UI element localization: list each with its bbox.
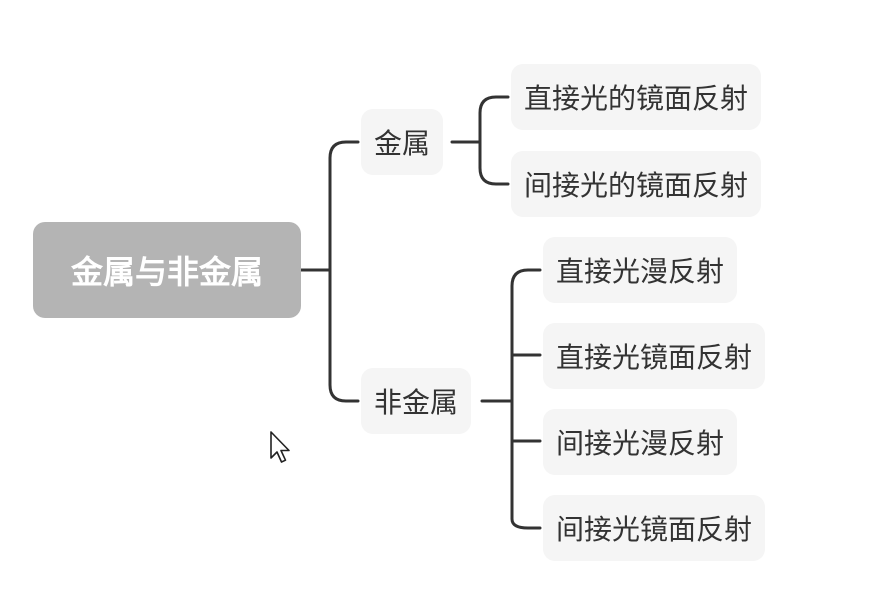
root-node[interactable]: 金属与非金属 xyxy=(33,222,301,318)
leaf-node-metal-indirect-specular[interactable]: 间接光的镜面反射 xyxy=(511,151,762,217)
leaf-node-nonmetal-direct-specular[interactable]: 直接光镜面反射 xyxy=(543,323,766,389)
mouse-pointer-icon xyxy=(270,431,290,463)
branch-node-metal[interactable]: 金属 xyxy=(361,109,444,175)
connector-metal-to-leaves xyxy=(450,95,510,186)
leaf-node-nonmetal-indirect-specular[interactable]: 间接光镜面反射 xyxy=(543,495,766,561)
branch-node-nonmetal[interactable]: 非金属 xyxy=(361,368,472,434)
connector-root-to-branches xyxy=(299,140,360,403)
leaf-node-nonmetal-direct-diffuse[interactable]: 直接光漫反射 xyxy=(543,237,738,303)
connector-nonmetal-to-leaves xyxy=(480,268,542,530)
leaf-node-nonmetal-indirect-diffuse[interactable]: 间接光漫反射 xyxy=(543,409,738,475)
leaf-node-metal-direct-specular[interactable]: 直接光的镜面反射 xyxy=(511,64,762,130)
